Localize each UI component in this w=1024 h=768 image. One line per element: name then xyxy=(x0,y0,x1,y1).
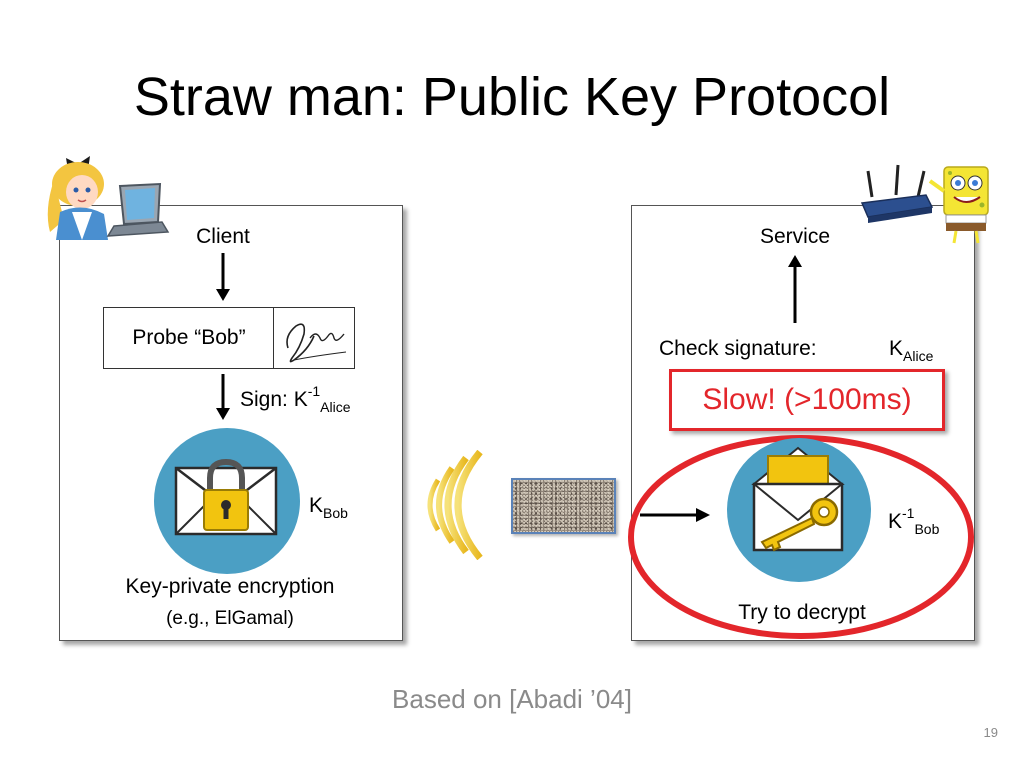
down-arrow-icon xyxy=(216,253,230,301)
alice-laptop-icon xyxy=(47,156,170,240)
slide-title: Straw man: Public Key Protocol xyxy=(133,67,891,127)
encryption-example: (e.g., ElGamal) xyxy=(166,608,294,629)
kbob-label: KBob xyxy=(309,494,348,521)
right-arrow-icon xyxy=(640,508,710,522)
up-arrow-icon xyxy=(788,255,802,323)
encryption-label: Key-private encryption xyxy=(125,575,335,598)
kbob-inverse-label: K-1Bob xyxy=(888,505,940,537)
kalice-label: KAlice xyxy=(889,337,934,364)
page-number: 19 xyxy=(983,725,998,740)
router-spongebob-icon xyxy=(860,164,989,244)
citation-footer: Based on [Abadi ’04] xyxy=(392,684,632,714)
decrypt-label: Try to decrypt xyxy=(738,601,866,624)
signature-image xyxy=(273,307,355,369)
key-envelope-icon xyxy=(727,438,871,582)
locked-envelope-icon xyxy=(154,428,300,574)
probe-box: Probe “Bob” xyxy=(103,307,275,369)
check-signature-label: Check signature: xyxy=(659,337,817,360)
probe-label: Probe “Bob” xyxy=(132,326,246,349)
slow-warning-label: Slow! (>100ms) xyxy=(702,383,912,416)
ciphertext-noise-image xyxy=(511,478,616,534)
sign-label: Sign: K-1Alice xyxy=(240,383,351,415)
highlight-ellipse xyxy=(628,435,974,639)
service-title: Service xyxy=(759,225,831,248)
down-arrow-icon xyxy=(216,374,230,420)
wireless-signal-icon xyxy=(427,450,483,560)
client-title: Client xyxy=(196,225,250,248)
slow-warning-box: Slow! (>100ms) xyxy=(669,369,945,431)
